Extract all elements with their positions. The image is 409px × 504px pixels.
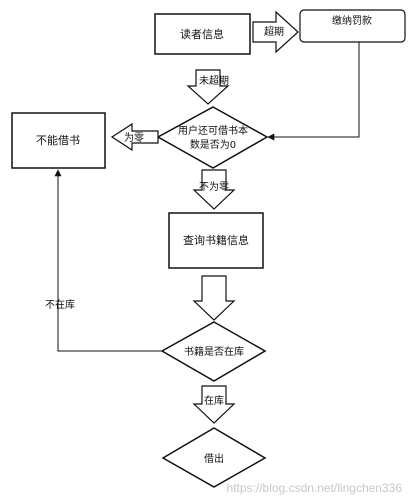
cannot-borrow-box (11, 112, 106, 169)
not-overdue-label: 未超期 (199, 74, 229, 87)
query-to-stock-arrow (192, 275, 236, 321)
pay-fine-return-line (267, 42, 360, 141)
check-quota-label-line2: 数是否为0 (190, 138, 236, 151)
book-in-stock-label: 书籍是否在库 (184, 345, 244, 358)
not-overdue-arrow (186, 69, 230, 105)
is-zero-arrow (110, 122, 159, 152)
is-zero-label: 为零 (124, 132, 144, 144)
overdue-arrow (252, 10, 299, 54)
query-book-label: 查询书籍信息 (183, 233, 249, 247)
in-stock-label: 在库 (204, 394, 224, 407)
overdue-label: 超期 (264, 25, 284, 38)
query-book-box (168, 212, 264, 269)
reader-info-label: 读者信息 (180, 27, 224, 41)
watermark-text: https://blog.csdn.net/lingchen336 (227, 481, 403, 495)
borrow-label: 借出 (204, 452, 224, 465)
not-in-stock-label: 不在库 (45, 298, 75, 311)
pay-fine-label: 缴纳罚款 (332, 14, 372, 27)
not-zero-label: 不为零 (199, 181, 229, 193)
book-in-stock-diamond (160, 321, 267, 382)
not-in-stock-line (54, 169, 162, 352)
borrow-diamond (161, 427, 267, 488)
cannot-borrow-label: 不能借书 (36, 133, 80, 147)
not-zero-arrow (192, 169, 236, 210)
check-quota-diamond (156, 106, 269, 169)
reader-info-box (154, 13, 251, 55)
in-stock-arrow (192, 385, 236, 424)
pay-fine-box (299, 9, 406, 43)
check-quota-label-line1: 用户还可借书本 (178, 124, 248, 137)
